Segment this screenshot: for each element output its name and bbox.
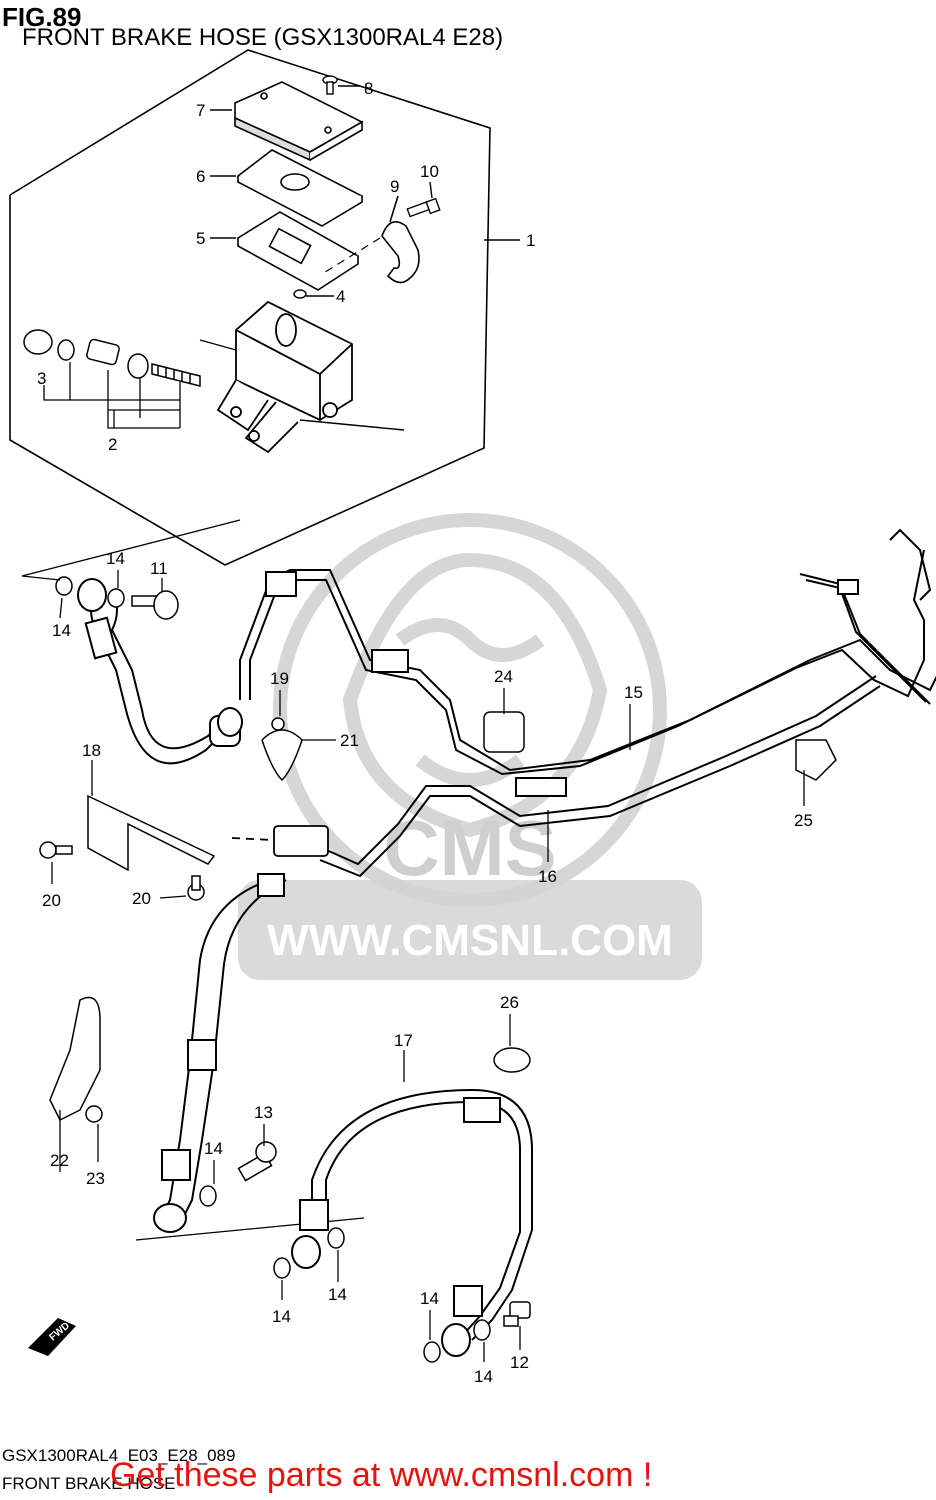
bolt-10 (406, 181, 441, 218)
diagram-name: FRONT BRAKE HOSE (2, 1474, 176, 1493)
figure-title: FRONT BRAKE HOSE (GSX1300RAL4 E28) (22, 24, 504, 51)
callout-10: 10 (420, 162, 439, 181)
callout-24: 24 (494, 667, 513, 686)
hose-17 (291, 1088, 533, 1357)
assembly-box-1 (9, 49, 520, 566)
callout-23: 23 (86, 1169, 105, 1188)
fwd-arrow-icon: FWD (28, 1318, 76, 1356)
watermark-url: WWW.CMSNL.COM (267, 916, 673, 965)
figure-number: FIG.89 (2, 2, 82, 32)
callout-14-g: 14 (474, 1367, 493, 1386)
callout-5: 5 (196, 229, 205, 248)
master-cylinder-body (199, 300, 405, 454)
diaphragm-5 (210, 211, 360, 291)
callout-12: 12 (510, 1353, 529, 1372)
callout-9: 9 (390, 177, 399, 196)
callout-16: 16 (538, 867, 557, 886)
callout-26: 26 (500, 993, 519, 1012)
callout-20-a: 20 (42, 891, 61, 910)
watermark-logo-text: CMS (383, 804, 556, 892)
diagram-code: GSX1300RAL4_E03_E28_089 (2, 1446, 236, 1465)
callout-14-f: 14 (420, 1289, 439, 1308)
callout-4: 4 (336, 287, 345, 306)
callout-14-e: 14 (328, 1285, 347, 1304)
callout-20-b: 20 (132, 889, 151, 908)
callout-11: 11 (150, 559, 168, 578)
top-banjo-parts (21, 519, 241, 620)
callout-8: 8 (364, 79, 373, 98)
callout-15: 15 (624, 683, 643, 702)
callout-14-d: 14 (272, 1307, 291, 1326)
screw-8 (322, 75, 360, 95)
piston-kit-2 (23, 329, 201, 387)
joint-block (231, 825, 329, 857)
brake-pipe-15 (239, 528, 936, 776)
callout-14-b: 14 (52, 621, 71, 640)
brake-pipe-16 (319, 675, 881, 878)
plate-6 (210, 149, 364, 227)
small-parts (39, 711, 837, 1363)
callout-13: 13 (254, 1103, 273, 1122)
promo-link[interactable]: Get these parts at www.cmsnl.com ! (110, 1456, 653, 1494)
holder-9 (381, 195, 420, 284)
callout-21: 21 (340, 731, 359, 750)
callout-19: 19 (270, 669, 289, 688)
callout-2: 2 (108, 435, 117, 454)
leader-lines-2 (43, 362, 181, 429)
leader-dash-9 (321, 237, 381, 275)
callout-22: 22 (50, 1151, 69, 1170)
callout-17: 17 (394, 1031, 413, 1050)
screw-4 (293, 289, 334, 299)
callout-7: 7 (196, 101, 205, 120)
callout-6: 6 (196, 167, 205, 186)
callout-1: 1 (526, 231, 535, 250)
reservoir-cap-7 (210, 81, 364, 162)
callout-14-a: 14 (106, 549, 125, 568)
callout-labels: 1 2 3 4 5 6 7 8 9 10 11 12 13 14 14 14 1… (37, 79, 813, 1386)
callout-leaders (51, 570, 805, 1362)
callout-18: 18 (82, 741, 101, 760)
callout-14-c: 14 (204, 1139, 223, 1158)
lower-hose (135, 873, 365, 1241)
callout-3: 3 (37, 369, 46, 388)
watermark-banner (238, 880, 702, 980)
callout-25: 25 (794, 811, 813, 830)
